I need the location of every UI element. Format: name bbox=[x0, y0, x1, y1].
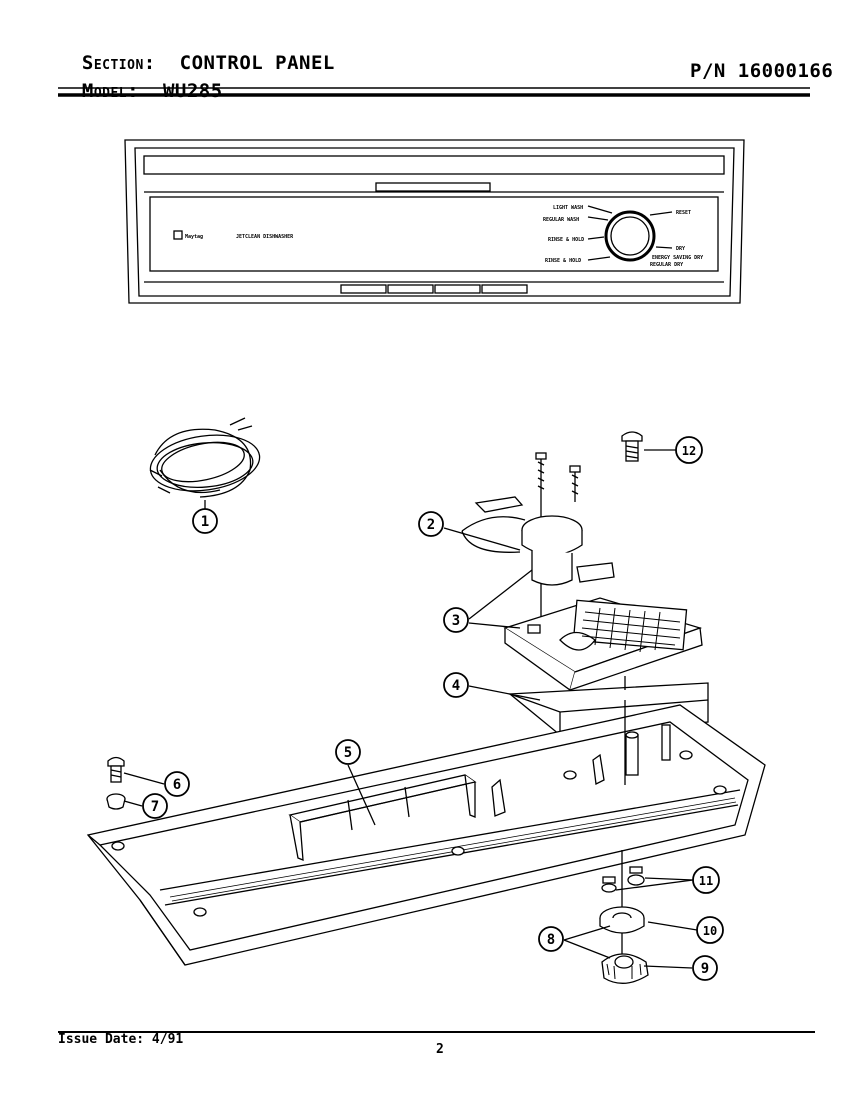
label-light-wash: LIGHT WASH bbox=[553, 205, 583, 211]
callout-6: 6 bbox=[164, 771, 190, 797]
callout-label-6: 6 bbox=[173, 777, 181, 793]
callout-label-4: 4 bbox=[452, 678, 460, 694]
brand-text: Maytag bbox=[185, 234, 203, 240]
callout-leaders bbox=[123, 449, 698, 969]
callout-3: 3 bbox=[443, 607, 469, 633]
callout-4: 4 bbox=[443, 672, 469, 698]
callout-label-5: 5 bbox=[344, 745, 352, 761]
callout-label-2: 2 bbox=[427, 517, 435, 533]
callout-label-7: 7 bbox=[151, 799, 159, 815]
label-dry-note-1: ENERGY SAVING DRY bbox=[652, 255, 703, 261]
callout-7: 7 bbox=[142, 793, 168, 819]
screw-12 bbox=[621, 431, 643, 462]
grommet-7 bbox=[106, 793, 126, 810]
callout-label-8: 8 bbox=[547, 932, 555, 948]
callout-5: 5 bbox=[335, 739, 361, 765]
page-number: 2 bbox=[436, 1042, 444, 1057]
control-panel-front-view bbox=[124, 139, 745, 304]
insulator-plate-4 bbox=[508, 676, 709, 736]
part-number: P/N 16000166 bbox=[690, 60, 834, 82]
label-rinse: RINSE & HOLD bbox=[545, 258, 581, 264]
section-value: CONTROL PANEL bbox=[179, 52, 335, 74]
label-heat-dry: DRY bbox=[676, 246, 685, 252]
callout-label-1: 1 bbox=[201, 514, 209, 530]
wire-harness bbox=[149, 417, 261, 498]
callouts: 1 2 3 4 5 6 7 8 9 10 11 12 bbox=[142, 436, 724, 981]
control-panel-housing bbox=[86, 700, 766, 966]
model-badge: JETCLEAN DISHWASHER bbox=[236, 234, 294, 240]
callout-label-11: 11 bbox=[699, 874, 713, 888]
section-label: Section: bbox=[81, 52, 156, 74]
label-rinse-hold: RINSE & HOLD bbox=[548, 237, 584, 243]
label-reset: RESET bbox=[676, 210, 691, 216]
callout-8: 8 bbox=[538, 926, 564, 952]
label-dry-note-2: REGULAR DRY bbox=[650, 262, 683, 268]
screw-6 bbox=[107, 756, 125, 783]
callout-12: 12 bbox=[675, 436, 703, 464]
label-regular-wash: REGULAR WASH bbox=[543, 217, 579, 223]
timer-housing bbox=[503, 597, 703, 692]
callout-1: 1 bbox=[192, 508, 218, 534]
callout-label-3: 3 bbox=[452, 613, 460, 629]
issue-date: Issue Date: 4/91 bbox=[58, 1032, 184, 1047]
callout-label-12: 12 bbox=[682, 444, 696, 458]
callout-label-10: 10 bbox=[703, 924, 717, 938]
callout-10: 10 bbox=[696, 916, 724, 944]
timer-motor bbox=[461, 496, 615, 586]
callout-2: 2 bbox=[418, 511, 444, 537]
callout-label-9: 9 bbox=[701, 961, 709, 977]
callout-9: 9 bbox=[692, 955, 718, 981]
knob-assembly bbox=[599, 850, 649, 984]
callout-11: 11 bbox=[692, 866, 720, 894]
section-heading: Section: CONTROL PANEL bbox=[58, 30, 335, 74]
